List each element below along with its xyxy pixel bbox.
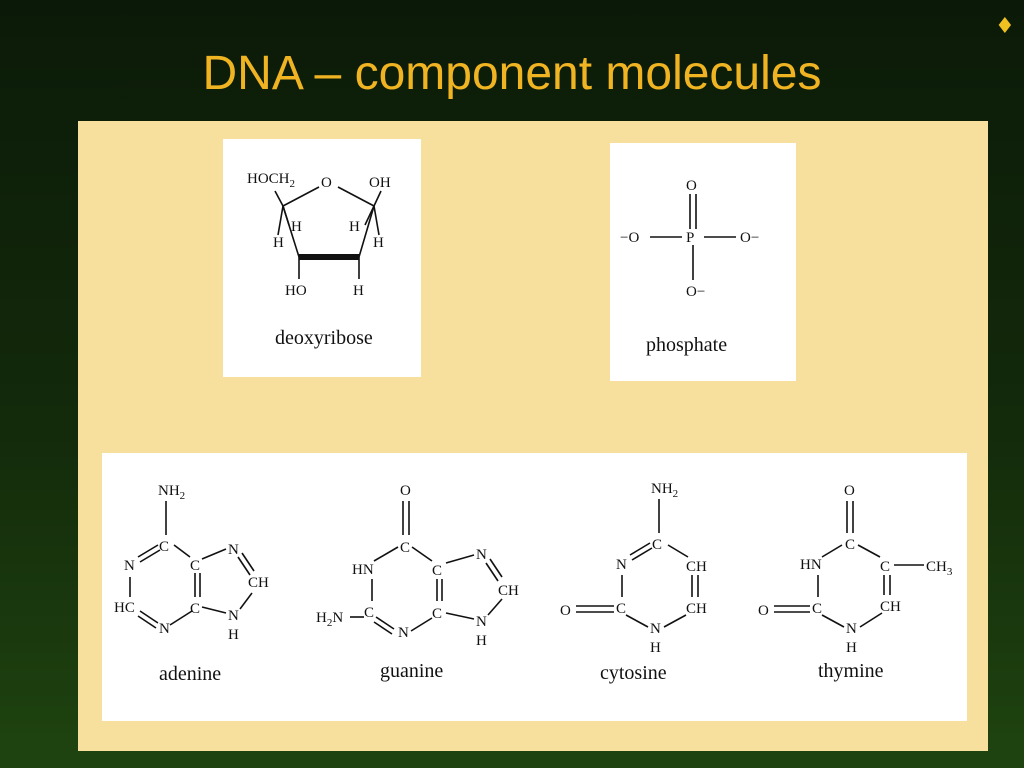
svg-text:N: N xyxy=(476,614,487,630)
svg-text:C: C xyxy=(432,606,442,622)
svg-text:HC: HC xyxy=(114,600,135,616)
svg-text:N: N xyxy=(616,557,627,573)
atom-o-bottom: O− xyxy=(686,284,705,300)
svg-text:H2N: H2N xyxy=(316,610,343,629)
svg-text:C: C xyxy=(364,605,374,621)
svg-text:CH: CH xyxy=(686,601,707,617)
atom-oh: OH xyxy=(369,175,391,191)
atom-h-inner-right: H xyxy=(349,219,360,235)
svg-text:N: N xyxy=(846,621,857,637)
svg-text:N: N xyxy=(398,625,409,641)
cytosine-structure: NH2 C N C O N H CH CH cytosine xyxy=(560,481,707,684)
bases-structures: NH2 C N HC N C C N CH N H xyxy=(114,481,953,685)
svg-text:CH: CH xyxy=(248,575,269,591)
svg-text:N: N xyxy=(124,558,135,574)
atom-h-outer-left: H xyxy=(273,235,284,251)
slide-title: DNA – component molecules xyxy=(202,47,822,100)
svg-text:O: O xyxy=(400,483,411,499)
svg-text:O: O xyxy=(758,603,769,619)
svg-text:O: O xyxy=(560,603,571,619)
atom-o-top: O xyxy=(686,178,697,194)
atom-h-bottom: H xyxy=(353,283,364,299)
svg-text:HN: HN xyxy=(800,557,822,573)
svg-text:O: O xyxy=(844,483,855,499)
atom-ho: HO xyxy=(285,283,307,299)
svg-text:C: C xyxy=(652,537,662,553)
svg-text:N: N xyxy=(228,542,239,558)
adenine-label: adenine xyxy=(159,663,221,685)
svg-text:CH: CH xyxy=(498,583,519,599)
svg-text:C: C xyxy=(812,601,822,617)
svg-text:CH: CH xyxy=(686,559,707,575)
svg-text:CH: CH xyxy=(880,599,901,615)
adenine-structure: NH2 C N HC N C C N CH N H xyxy=(114,483,269,685)
atom-ring-o: O xyxy=(321,175,332,191)
deoxyribose-label: deoxyribose xyxy=(275,327,373,349)
svg-text:C: C xyxy=(190,558,200,574)
svg-text:N: N xyxy=(159,621,170,637)
svg-text:H: H xyxy=(846,640,857,656)
svg-text:H: H xyxy=(228,627,239,643)
slide-bullet: ♦ xyxy=(995,14,1015,39)
molecule-panel: HOCH2 O OH H H H H HO H deoxyribose xyxy=(78,121,988,751)
guanine-structure: O C HN C H2N N C C N CH xyxy=(316,483,519,682)
svg-text:C: C xyxy=(432,563,442,579)
svg-text:NH2: NH2 xyxy=(651,481,678,500)
atom-o-left: −O xyxy=(620,230,639,246)
svg-text:N: N xyxy=(650,621,661,637)
deoxyribose-structure: HOCH2 O OH H H H H HO H deoxyribose xyxy=(247,171,391,349)
svg-text:CH3: CH3 xyxy=(926,559,953,578)
atom-p: P xyxy=(686,230,694,246)
phosphate-card: O −O P O− O− phosphate xyxy=(610,143,796,381)
svg-text:C: C xyxy=(845,537,855,553)
svg-text:N: N xyxy=(476,547,487,563)
svg-text:HN: HN xyxy=(352,562,374,578)
thymine-structure: O C HN C O N H CH C CH3 thymine xyxy=(758,483,953,682)
guanine-label: guanine xyxy=(380,660,443,682)
bases-card: NH2 C N HC N C C N CH N H xyxy=(102,453,967,721)
svg-text:N: N xyxy=(228,608,239,624)
svg-text:C: C xyxy=(400,540,410,556)
cytosine-label: cytosine xyxy=(600,662,667,684)
svg-text:C: C xyxy=(880,559,890,575)
svg-text:C: C xyxy=(616,601,626,617)
thymine-label: thymine xyxy=(818,660,884,682)
deoxyribose-card: HOCH2 O OH H H H H HO H deoxyribose xyxy=(223,139,421,377)
svg-text:C: C xyxy=(159,539,169,555)
atom-h-outer-right: H xyxy=(373,235,384,251)
atom-hoch2: HOCH2 xyxy=(247,171,295,190)
phosphate-label: phosphate xyxy=(646,334,727,356)
phosphate-structure: O −O P O− O− phosphate xyxy=(620,178,759,356)
atom-h-inner-left: H xyxy=(291,219,302,235)
svg-text:H: H xyxy=(476,633,487,649)
svg-text:C: C xyxy=(190,601,200,617)
svg-text:NH2: NH2 xyxy=(158,483,185,502)
atom-o-right: O− xyxy=(740,230,759,246)
svg-text:H: H xyxy=(650,640,661,656)
